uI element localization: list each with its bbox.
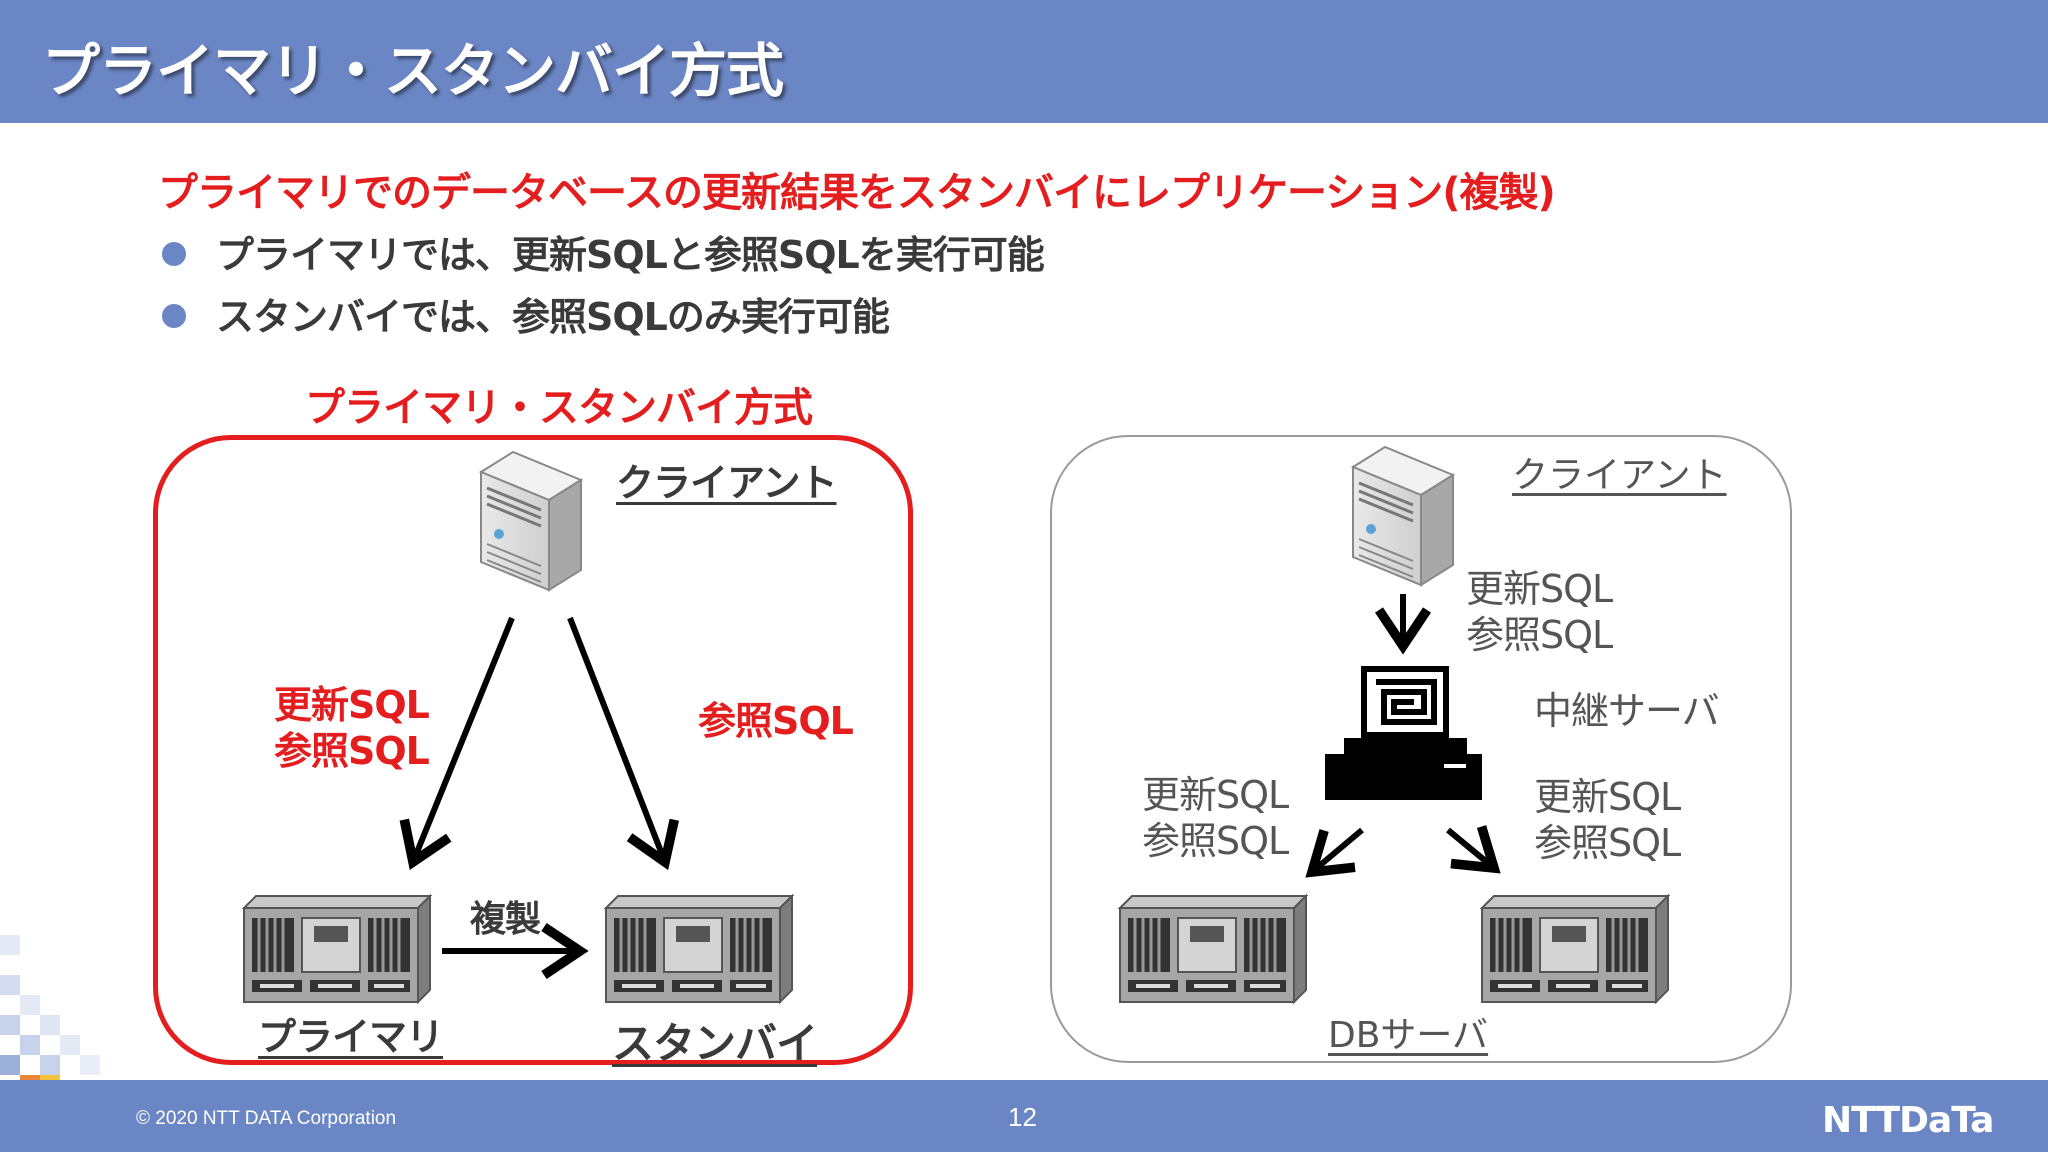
standby-sql-label: 参照SQL bbox=[698, 699, 854, 743]
relay-server-icon bbox=[1325, 666, 1482, 800]
client-label: クライアント bbox=[1512, 455, 1727, 496]
client-server-icon bbox=[1351, 445, 1455, 587]
db-server-icon bbox=[1480, 894, 1670, 1004]
relay-to-db2-arrow bbox=[1446, 825, 1501, 874]
select-sql-text: 参照SQL bbox=[1534, 821, 1681, 865]
relay-to-db1-arrow bbox=[1305, 827, 1364, 878]
update-sql-text: 更新SQL bbox=[274, 683, 430, 727]
select-sql-text: 参照SQL bbox=[274, 729, 430, 773]
relay-server-label: 中継サーバ bbox=[1534, 689, 1720, 733]
left-diagram-title: プライマリ・スタンバイ方式 bbox=[305, 385, 813, 431]
primary-label: プライマリ bbox=[258, 1015, 444, 1059]
standby-db-server-icon bbox=[604, 894, 794, 1004]
primary-db-server-icon bbox=[242, 894, 432, 1004]
right-diagram-frame bbox=[1050, 435, 1792, 1063]
db1-sql-label: 更新SQL 参照SQL bbox=[1142, 772, 1289, 864]
db-server-icon bbox=[1118, 894, 1308, 1004]
replication-label: 複製 bbox=[470, 899, 541, 940]
primary-sql-label: 更新SQL 参照SQL bbox=[274, 682, 430, 774]
client-label: クライアント bbox=[616, 461, 837, 505]
standby-label: スタンバイ bbox=[612, 1019, 818, 1068]
slide-title: プライマリ・スタンバイ方式 bbox=[42, 37, 784, 105]
select-sql-text: 参照SQL bbox=[1142, 819, 1289, 863]
page-number: 12 bbox=[1008, 1102, 1037, 1132]
update-sql-text: 更新SQL bbox=[1466, 567, 1613, 611]
footer-bar bbox=[0, 1080, 2048, 1152]
lead-text: プライマリでのデータベースの更新結果をスタンバイにレプリケーション(複製) bbox=[158, 170, 1556, 216]
bullet-text: スタンバイでは、参照SQLのみ実行可能 bbox=[216, 295, 890, 339]
db2-sql-label: 更新SQL 参照SQL bbox=[1534, 774, 1681, 866]
bullet-text: プライマリでは、更新SQLと参照SQLを実行可能 bbox=[216, 233, 1045, 277]
update-sql-text: 更新SQL bbox=[1534, 775, 1681, 819]
header-bar bbox=[0, 0, 2048, 123]
update-sql-text: 更新SQL bbox=[1142, 773, 1289, 817]
bullet-item: スタンバイでは、参照SQLのみ実行可能 bbox=[162, 286, 890, 341]
client-sql-label: 更新SQL 参照SQL bbox=[1466, 566, 1613, 658]
left-diagram-frame bbox=[153, 435, 913, 1065]
client-to-standby-arrow bbox=[567, 616, 679, 871]
bullet-item: プライマリでは、更新SQLと参照SQLを実行可能 bbox=[162, 224, 1045, 279]
bullet-dot-icon bbox=[162, 241, 186, 266]
client-server-icon bbox=[479, 450, 583, 592]
client-to-primary-arrow bbox=[399, 616, 515, 871]
copyright-text: © 2020 NTT DATA Corporation bbox=[136, 1108, 397, 1129]
select-sql-text: 参照SQL bbox=[1466, 613, 1613, 657]
ntt-data-logo: NTTDaTa bbox=[1822, 1100, 1994, 1141]
bullet-dot-icon bbox=[162, 303, 186, 328]
db-server-label: DBサーバ bbox=[1328, 1015, 1489, 1056]
